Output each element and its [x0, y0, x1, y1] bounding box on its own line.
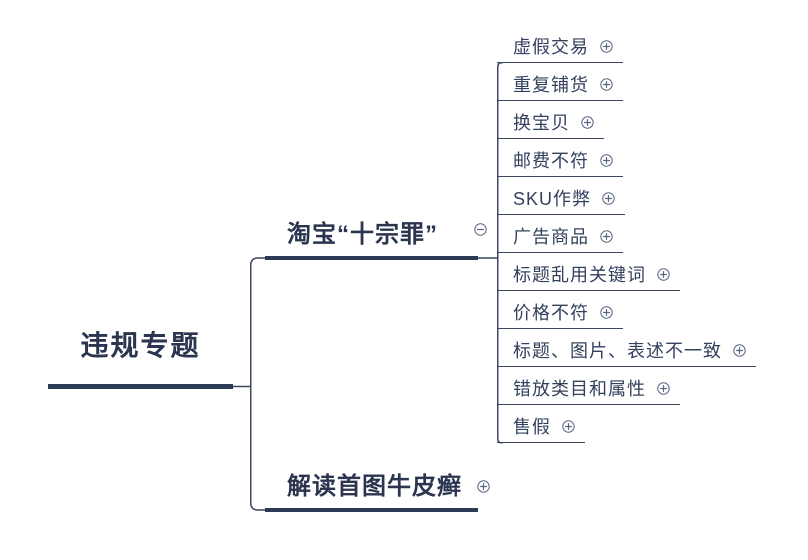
leaf-node[interactable]: 价格不符 — [497, 297, 623, 329]
root-node-label: 违规专题 — [80, 330, 201, 361]
leaf-node[interactable]: 标题、图片、表述不一致 — [497, 335, 756, 367]
expand-plus-icon[interactable] — [562, 420, 575, 433]
leaf-node-label: 标题乱用关键词 — [513, 264, 646, 285]
leaf-node[interactable]: 售假 — [497, 411, 585, 443]
leaf-node[interactable]: 虚假交易 — [497, 31, 623, 63]
leaf-node[interactable]: 换宝贝 — [497, 107, 604, 139]
leaf-node[interactable]: 邮费不符 — [497, 145, 623, 177]
leaf-node-label: 换宝贝 — [513, 112, 570, 133]
expand-plus-icon[interactable] — [602, 192, 615, 205]
leaf-node[interactable]: SKU作弊 — [497, 183, 626, 215]
branch-node-label: 解读首图牛皮癣 — [287, 473, 462, 500]
expand-plus-icon[interactable] — [600, 230, 613, 243]
leaf-node-label: 标题、图片、表述不一致 — [513, 340, 722, 361]
root-node[interactable]: 违规专题 — [48, 327, 233, 389]
leaf-node[interactable]: 错放类目和属性 — [497, 373, 680, 405]
leaf-node-label: 售假 — [513, 416, 551, 437]
expand-plus-icon[interactable] — [600, 306, 613, 319]
leaf-node-label: 邮费不符 — [513, 150, 589, 171]
leaf-node-label: SKU作弊 — [513, 188, 592, 209]
leaf-node-label: 价格不符 — [513, 302, 589, 323]
branch-node-taobao-ten-sins[interactable]: 淘宝“十宗罪” — [265, 214, 478, 260]
leaf-node[interactable]: 广告商品 — [497, 221, 623, 253]
branch-node-label: 淘宝“十宗罪” — [287, 221, 438, 248]
expand-plus-icon[interactable] — [657, 382, 670, 395]
leaf-node[interactable]: 标题乱用关键词 — [497, 259, 680, 291]
leaf-node[interactable]: 重复铺货 — [497, 69, 623, 101]
expand-plus-icon[interactable] — [733, 344, 746, 357]
expand-plus-icon[interactable] — [600, 154, 613, 167]
expand-plus-icon[interactable] — [581, 116, 594, 129]
branch-node-first-image-psoriasis[interactable]: 解读首图牛皮癣 — [265, 466, 478, 512]
leaf-node-label: 广告商品 — [513, 226, 589, 247]
expand-plus-icon[interactable] — [477, 480, 490, 493]
leaf-node-label: 错放类目和属性 — [513, 378, 646, 399]
expand-plus-icon[interactable] — [600, 40, 613, 53]
leaf-node-label: 重复铺货 — [513, 74, 589, 95]
expand-plus-icon[interactable] — [600, 78, 613, 91]
leaf-node-label: 虚假交易 — [513, 36, 589, 57]
expand-plus-icon[interactable] — [657, 268, 670, 281]
collapse-minus-icon[interactable] — [474, 223, 487, 236]
